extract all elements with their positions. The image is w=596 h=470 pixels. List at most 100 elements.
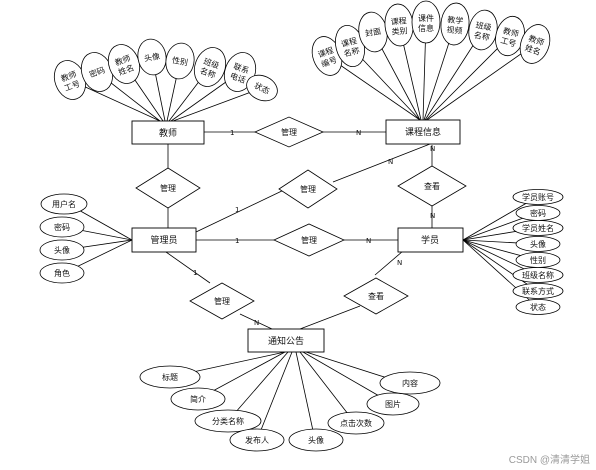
attribute-ellipse: 班级 名称	[468, 9, 498, 51]
attribute-label: 头像	[143, 51, 160, 64]
attribute-ellipse: 性别	[515, 252, 561, 268]
cardinality-label: 1	[193, 269, 197, 277]
attribute-label: 名称	[343, 45, 361, 59]
attribute-ellipse: 教师 工号	[495, 15, 525, 57]
attribute-ellipse: 班级 名称	[193, 47, 227, 87]
attribute-label: 图片	[385, 399, 401, 409]
attribute-label: 用户名	[52, 199, 76, 209]
attribute-ellipse: 点击次数	[327, 411, 385, 435]
attribute-label: 标题	[162, 372, 178, 382]
attribute-ellipse: 密码	[39, 216, 85, 238]
watermark: CSDN @清清学姐	[508, 455, 590, 466]
attribute-ellipse: 密码	[515, 205, 561, 221]
attribute-label: 头像	[530, 239, 546, 249]
relation-course-student: 查看	[397, 165, 467, 207]
attribute-label: 课程	[390, 16, 407, 26]
cardinality-label: N	[366, 237, 371, 245]
attribute-label: 课程	[340, 36, 358, 49]
attribute-label: 班级名称	[522, 270, 554, 280]
relation-student-notice: 查看	[343, 277, 409, 315]
attribute-ellipse: 班级名称	[512, 267, 564, 283]
attribute-ellipse: 分类名称	[194, 409, 262, 433]
attribute-label: 点击次数	[340, 418, 372, 428]
attributes-student: 学员账号 密码 学员姓名 头像 性别 班级名称 联系方式 状态	[512, 189, 564, 315]
relation-admin-student: 管理	[273, 223, 345, 257]
relation-label: 管理	[214, 296, 230, 306]
relation-label: 管理	[281, 127, 297, 137]
attribute-ellipse: 状态	[246, 74, 278, 102]
attribute-ellipse: 性别	[165, 42, 195, 80]
cardinality-labels: 1 N N N 1 N 1 N 1 N N	[193, 129, 435, 327]
attribute-label: 分类名称	[212, 416, 244, 426]
attribute-label: 班级	[475, 20, 492, 33]
attribute-label: 视频	[446, 24, 463, 35]
cardinality-label: 1	[235, 206, 239, 214]
relation-label: 查看	[424, 181, 440, 191]
relation-label: 管理	[160, 183, 176, 193]
attribute-label: 密码	[530, 208, 546, 218]
attribute-ellipse: 联系 电话	[223, 52, 257, 92]
attribute-ellipse: 角色	[39, 262, 85, 284]
attribute-ellipse: 课程 编号	[311, 36, 343, 76]
attribute-label: 头像	[308, 435, 324, 445]
relation-admin-course: 管理	[278, 169, 338, 209]
attribute-label: 课件	[418, 13, 434, 23]
cardinality-label: N	[430, 145, 435, 153]
relation-label: 管理	[300, 184, 316, 194]
attributes-notice: 标题 简介 分类名称 发布人 头像 点击次数 图片 内容	[139, 365, 441, 452]
entity-admin: 管理员	[131, 227, 197, 253]
attribute-label: 工号	[499, 36, 517, 49]
attribute-ellipse: 联系方式	[512, 283, 564, 299]
relation-teacher-course: 管理	[254, 116, 324, 148]
entity-student: 学员	[397, 227, 464, 253]
relation-label: 查看	[368, 291, 384, 301]
attribute-label: 头像	[54, 245, 70, 255]
attribute-ellipse: 头像	[515, 236, 561, 252]
cardinality-label: N	[430, 212, 435, 220]
attribute-label: 内容	[402, 378, 418, 388]
attribute-ellipse: 标题	[139, 365, 201, 389]
cardinality-label: N	[254, 319, 259, 327]
attribute-label: 角色	[54, 268, 70, 278]
relation-label: 管理	[301, 235, 317, 245]
attribute-ellipse: 学员账号	[512, 189, 564, 205]
entity-label: 学员	[421, 234, 439, 246]
attribute-label: 发布人	[245, 435, 269, 445]
entity-label: 管理员	[150, 234, 177, 246]
attribute-label: 性别	[171, 55, 188, 68]
attribute-ellipse: 教学 视频	[440, 2, 470, 46]
cardinality-label: N	[356, 129, 361, 137]
entity-label: 课程信息	[405, 126, 441, 138]
cardinality-label: N	[388, 158, 393, 166]
attribute-ellipse: 教师 姓名	[519, 24, 551, 64]
attribute-ellipse: 课程 类别	[384, 3, 414, 47]
attribute-label: 封面	[364, 26, 381, 39]
attribute-ellipse: 密码	[80, 52, 114, 92]
cardinality-label: 1	[230, 129, 234, 137]
attribute-label: 名称	[473, 30, 490, 43]
entity-teacher: 教师	[131, 120, 205, 145]
attribute-label: 教师	[502, 25, 520, 39]
attribute-ellipse: 发布人	[229, 428, 285, 452]
attribute-ellipse: 课件 信息	[411, 0, 441, 44]
attribute-ellipse: 头像	[137, 38, 167, 76]
entity-notice: 通知公告	[247, 328, 325, 353]
entity-course: 课程信息	[385, 119, 461, 145]
relation-teacher-admin: 管理	[135, 167, 201, 209]
cardinality-label: N	[397, 259, 402, 267]
attribute-ellipse: 简介	[170, 387, 226, 411]
attribute-label: 学员账号	[522, 192, 554, 202]
attribute-label: 密码	[54, 222, 70, 232]
attribute-ellipse: 教师 姓名	[107, 44, 141, 84]
attribute-label: 简介	[190, 394, 206, 404]
attribute-ellipse: 用户名	[40, 193, 88, 215]
attribute-label: 学员姓名	[522, 223, 554, 233]
attribute-label: 教学	[447, 14, 464, 25]
entity-label: 教师	[159, 127, 177, 139]
attribute-ellipse: 内容	[379, 371, 441, 395]
entity-label: 通知公告	[268, 335, 304, 347]
attribute-ellipse: 头像	[39, 239, 85, 261]
attribute-ellipse: 图片	[366, 392, 420, 416]
attribute-ellipse: 头像	[288, 428, 344, 452]
